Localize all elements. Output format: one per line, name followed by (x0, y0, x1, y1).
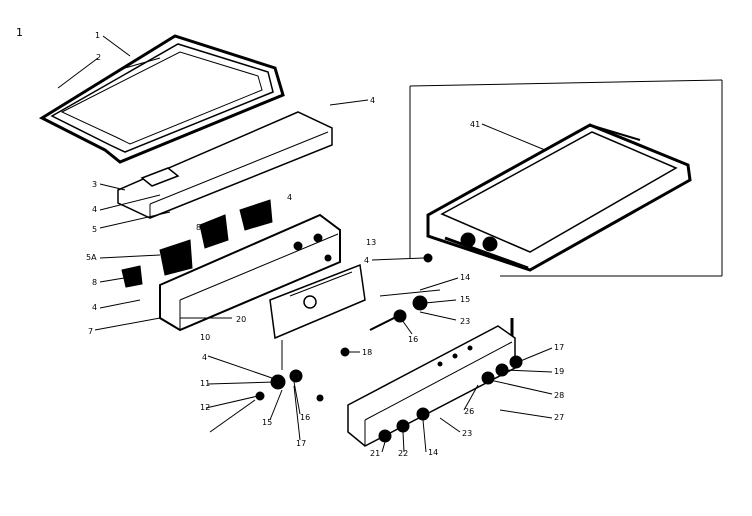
callout-20: 20 (236, 315, 246, 324)
callout-21: 21 (370, 449, 380, 458)
front-panel (347, 318, 523, 447)
burner-components (255, 253, 441, 402)
callout-26: 26 (464, 407, 474, 416)
callout-11: 11 (200, 379, 210, 388)
callout-3: 3 (92, 180, 97, 189)
callout-15b: 15 (262, 418, 272, 427)
callout-4e: 4 (202, 353, 207, 362)
callout-23b: 23 (462, 429, 472, 438)
callout-1: 1 (95, 31, 100, 40)
callout-4a: 4 (370, 96, 375, 105)
callout-4b: 4 (92, 205, 97, 214)
callout-4d: 4 (364, 256, 369, 265)
callout-5: 5 (92, 225, 97, 234)
callout-16a: 16 (408, 335, 418, 344)
callout-4c: 4 (92, 303, 97, 312)
callout-15a: 15 (460, 295, 470, 304)
callout-41: 41 (470, 120, 480, 129)
callout-14b: 14 (428, 448, 438, 457)
callout-27: 27 (554, 413, 564, 422)
callout-4f: 4 (287, 193, 292, 202)
griddle-group (409, 79, 723, 277)
callout-2: 2 (96, 53, 101, 62)
callout-12: 12 (200, 403, 210, 412)
callout-8b: 8 (196, 223, 201, 232)
callout-18: 18 (362, 348, 372, 357)
glass-frame (38, 34, 285, 164)
callout-labels: 1 1 2 3 4 4 4 4 4 4 5 5A 7 8 8 10 11 12 … (16, 26, 564, 458)
callout-14a: 14 (460, 273, 470, 282)
page-mark: 1 (16, 26, 23, 39)
callout-17a: 17 (554, 343, 564, 352)
back-panel (269, 263, 366, 340)
callout-8a: 8 (92, 278, 97, 287)
callout-7: 7 (88, 327, 93, 336)
manifold-assembly (121, 199, 341, 332)
callout-23a: 23 (460, 317, 470, 326)
callout-16b: 16 (300, 413, 310, 422)
callout-28: 28 (554, 391, 564, 400)
callout-10: 10 (200, 333, 210, 342)
callout-19: 19 (554, 367, 564, 376)
callout-13: 13 (366, 238, 376, 247)
leader-lines (57, 35, 553, 453)
top-plate (117, 111, 333, 219)
callout-17b: 17 (296, 439, 306, 448)
callout-5A: 5A (86, 253, 97, 262)
callout-22: 22 (398, 449, 408, 458)
